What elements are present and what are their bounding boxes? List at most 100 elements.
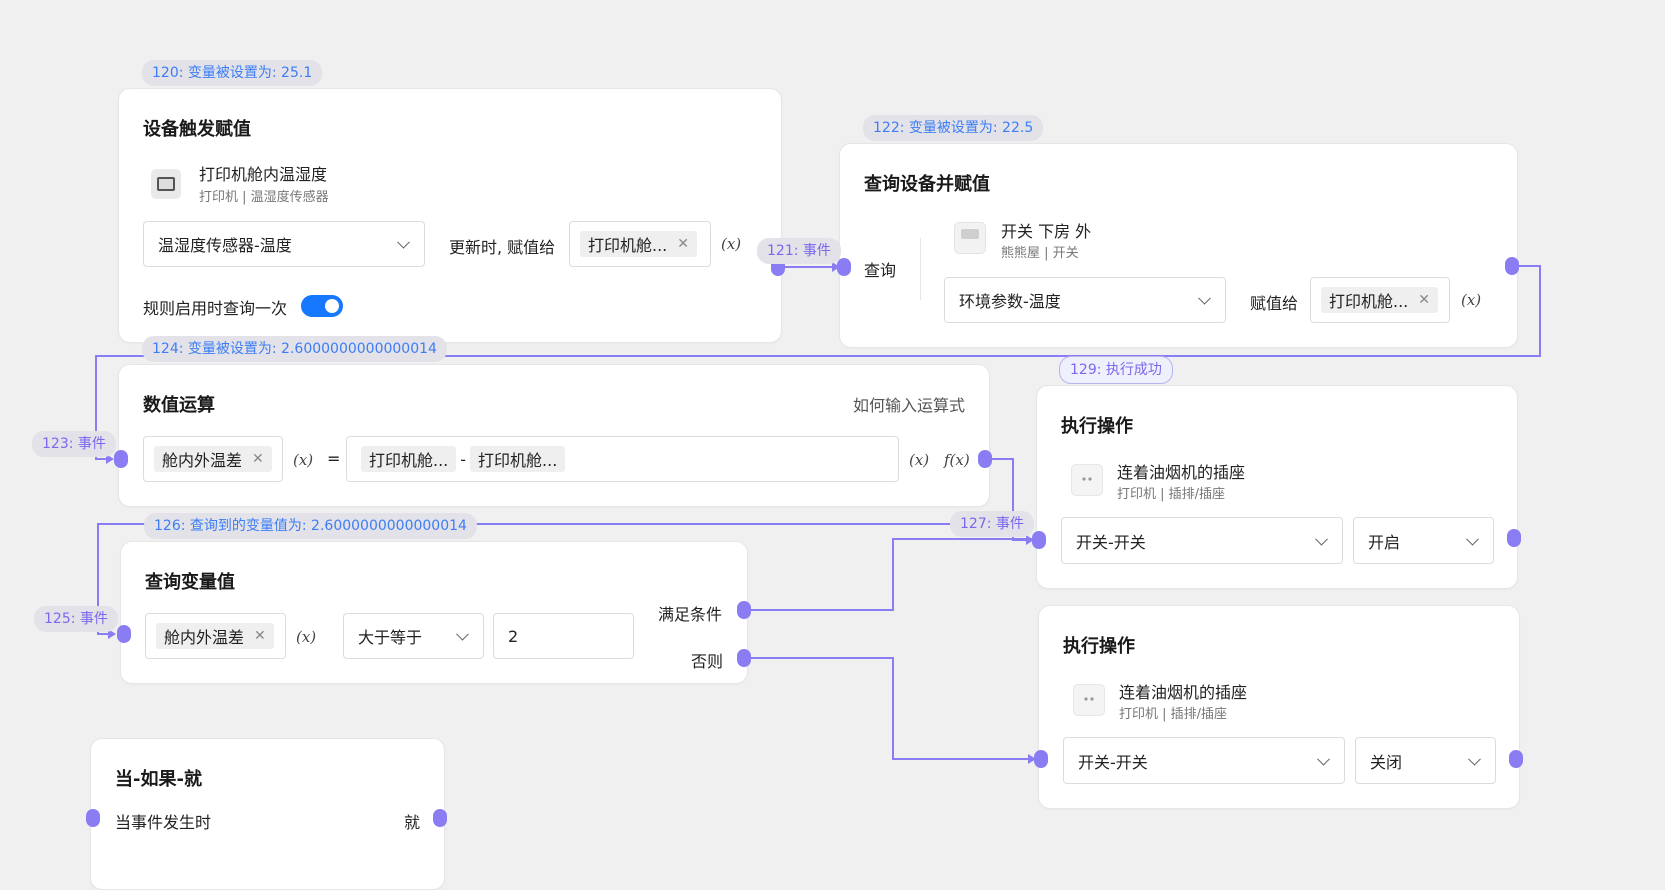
value-select[interactable]: 关闭 [1355,737,1496,784]
card6-input-port[interactable] [1034,750,1048,768]
property-value: 环境参数-温度 [959,292,1061,311]
property-value: 开关-开关 [1076,532,1146,552]
wire-yes [742,538,1032,611]
result-variable-select[interactable]: 舱内外温差 ✕ [143,436,283,482]
chevron-down-icon [1466,532,1479,546]
variable-tag-label: 打印机舱... [588,236,668,255]
device-name: 连着油烟机的插座 [1117,463,1246,482]
query-variable-card[interactable]: 查询变量值 舱内外温差 ✕ (x) 大于等于 2 满足条件 否则 [120,541,748,684]
property-select[interactable]: 环境参数-温度 [944,277,1226,323]
card3-input-port[interactable] [114,450,128,468]
card7-output-port[interactable] [433,809,447,827]
device-name: 开关 下房 外 [1001,222,1092,241]
card5-input-port[interactable] [117,625,131,643]
when-label: 当事件发生时 [115,813,212,832]
sensor-icon [151,169,181,199]
card5-no-port[interactable] [737,649,751,667]
when-if-then-card[interactable]: 当-如果-就 当事件发生时 就 [90,738,445,890]
variable-fx-icon[interactable]: (x) [1461,291,1482,309]
wire-no [742,657,1034,760]
property-value: 温湿度传感器-温度 [158,236,292,255]
chevron-down-icon [456,627,469,641]
variable-fx-icon[interactable]: (x) [296,628,317,646]
badge-124: 124: 变量被设置为: 2.6000000000000014 [142,336,447,362]
query-on-enable-toggle[interactable] [301,295,343,317]
badge-126: 126: 查询到的变量值为: 2.6000000000000014 [144,513,477,539]
card-title: 设备触发赋值 [143,119,251,140]
badge-129: 129: 执行成功 [1059,356,1173,384]
card-title: 当-如果-就 [115,769,202,790]
expr-tag-a: 打印机舱... [361,446,457,472]
variable-tag-label: 舱内外温差 [164,628,245,647]
execute-action-card-on[interactable]: 执行操作 连着油烟机的插座 打印机 | 插排/插座 开关-开关 开启 [1036,385,1518,589]
math-operation-card[interactable]: 数值运算 如何输入运算式 舱内外温差✕ (x) = 打印机舱... - 打印机舱… [118,364,990,507]
switch-icon [954,222,986,254]
card5-yes-port[interactable] [737,601,751,619]
card4-output-port[interactable] [1507,529,1521,547]
card-title: 数值运算 [143,395,215,416]
close-icon[interactable]: ✕ [677,236,689,252]
card2-input-port[interactable] [837,258,851,276]
assign-label: 更新时, 赋值给 [449,238,556,257]
property-select[interactable]: 开关-开关 [1061,517,1343,564]
chevron-down-icon [1468,752,1481,766]
expr-tag-b: 打印机舱... [470,446,566,472]
variable-tag-label: 舱内外温差 [162,451,243,470]
card-title: 执行操作 [1061,416,1133,437]
badge-123: 123: 事件 [32,431,116,457]
property-select[interactable]: 温湿度传感器-温度 [143,221,425,267]
card-title: 执行操作 [1063,636,1135,657]
card-title: 查询变量值 [145,572,235,593]
yes-branch-label: 满足条件 [658,605,723,624]
chevron-down-icon [1317,752,1330,766]
value-select[interactable]: 开启 [1353,517,1494,564]
card7-input-port[interactable] [86,809,100,827]
device-subtitle: 打印机 | 插排/插座 [1119,707,1228,722]
expression-fx-icon[interactable]: (x) [909,451,930,469]
toggle-label: 规则启用时查询一次 [143,299,288,318]
value-value: 开启 [1368,532,1401,552]
device-trigger-card[interactable]: 设备触发赋值 打印机舱内温湿度 打印机 | 温湿度传感器 温湿度传感器-温度 更… [118,88,782,343]
card4-input-port[interactable] [1032,531,1046,549]
variable-select[interactable]: 打印机舱... ✕ [1310,277,1450,323]
query-label: 查询 [864,261,897,280]
device-name: 连着油烟机的插座 [1119,683,1248,702]
value-input[interactable]: 2 [493,613,634,659]
chevron-down-icon [1315,532,1328,546]
value-text: 2 [508,626,519,646]
property-value: 开关-开关 [1078,752,1148,772]
compare-select[interactable]: 大于等于 [343,613,484,659]
then-label: 就 [404,813,421,832]
expression-input[interactable]: 打印机舱... - 打印机舱... [346,436,899,482]
assign-label: 赋值给 [1250,294,1299,313]
close-icon[interactable]: ✕ [254,628,266,644]
chevron-down-icon [397,235,410,249]
badge-127: 127: 事件 [950,511,1034,537]
variable-select[interactable]: 打印机舱... ✕ [569,221,711,267]
close-icon[interactable]: ✕ [252,451,264,467]
badge-121: 121: 事件 [757,238,841,264]
variable-tag: 舱内外温差 ✕ [154,446,272,472]
device-subtitle: 打印机 | 插排/插座 [1117,487,1226,502]
execute-action-card-off[interactable]: 执行操作 连着油烟机的插座 打印机 | 插排/插座 开关-开关 关闭 [1038,605,1520,809]
device-subtitle: 熊熊屋 | 开关 [1001,246,1079,261]
card6-output-port[interactable] [1509,750,1523,768]
variable-tag: 打印机舱... ✕ [580,231,697,257]
socket-icon [1073,684,1105,716]
variable-tag-label: 打印机舱... [1329,292,1409,311]
socket-icon [1071,464,1103,496]
card3-output-port[interactable] [978,450,992,468]
variable-fx-icon[interactable]: (x) [293,451,314,469]
badge-125: 125: 事件 [34,606,118,632]
help-link[interactable]: 如何输入运算式 [852,396,965,415]
query-device-card[interactable]: 查询设备并赋值 查询 开关 下房 外 熊熊屋 | 开关 环境参数-温度 赋值给 … [839,143,1518,348]
close-icon[interactable]: ✕ [1418,292,1430,308]
no-branch-label: 否则 [691,652,724,671]
variable-select[interactable]: 舱内外温差 ✕ [145,613,286,659]
property-select[interactable]: 开关-开关 [1063,737,1345,784]
card2-output-port[interactable] [1505,257,1519,275]
chevron-down-icon [1198,291,1211,305]
variable-fx-icon[interactable]: (x) [721,235,742,253]
function-icon[interactable]: f(x) [944,451,970,469]
device-subtitle: 打印机 | 温湿度传感器 [199,190,329,205]
